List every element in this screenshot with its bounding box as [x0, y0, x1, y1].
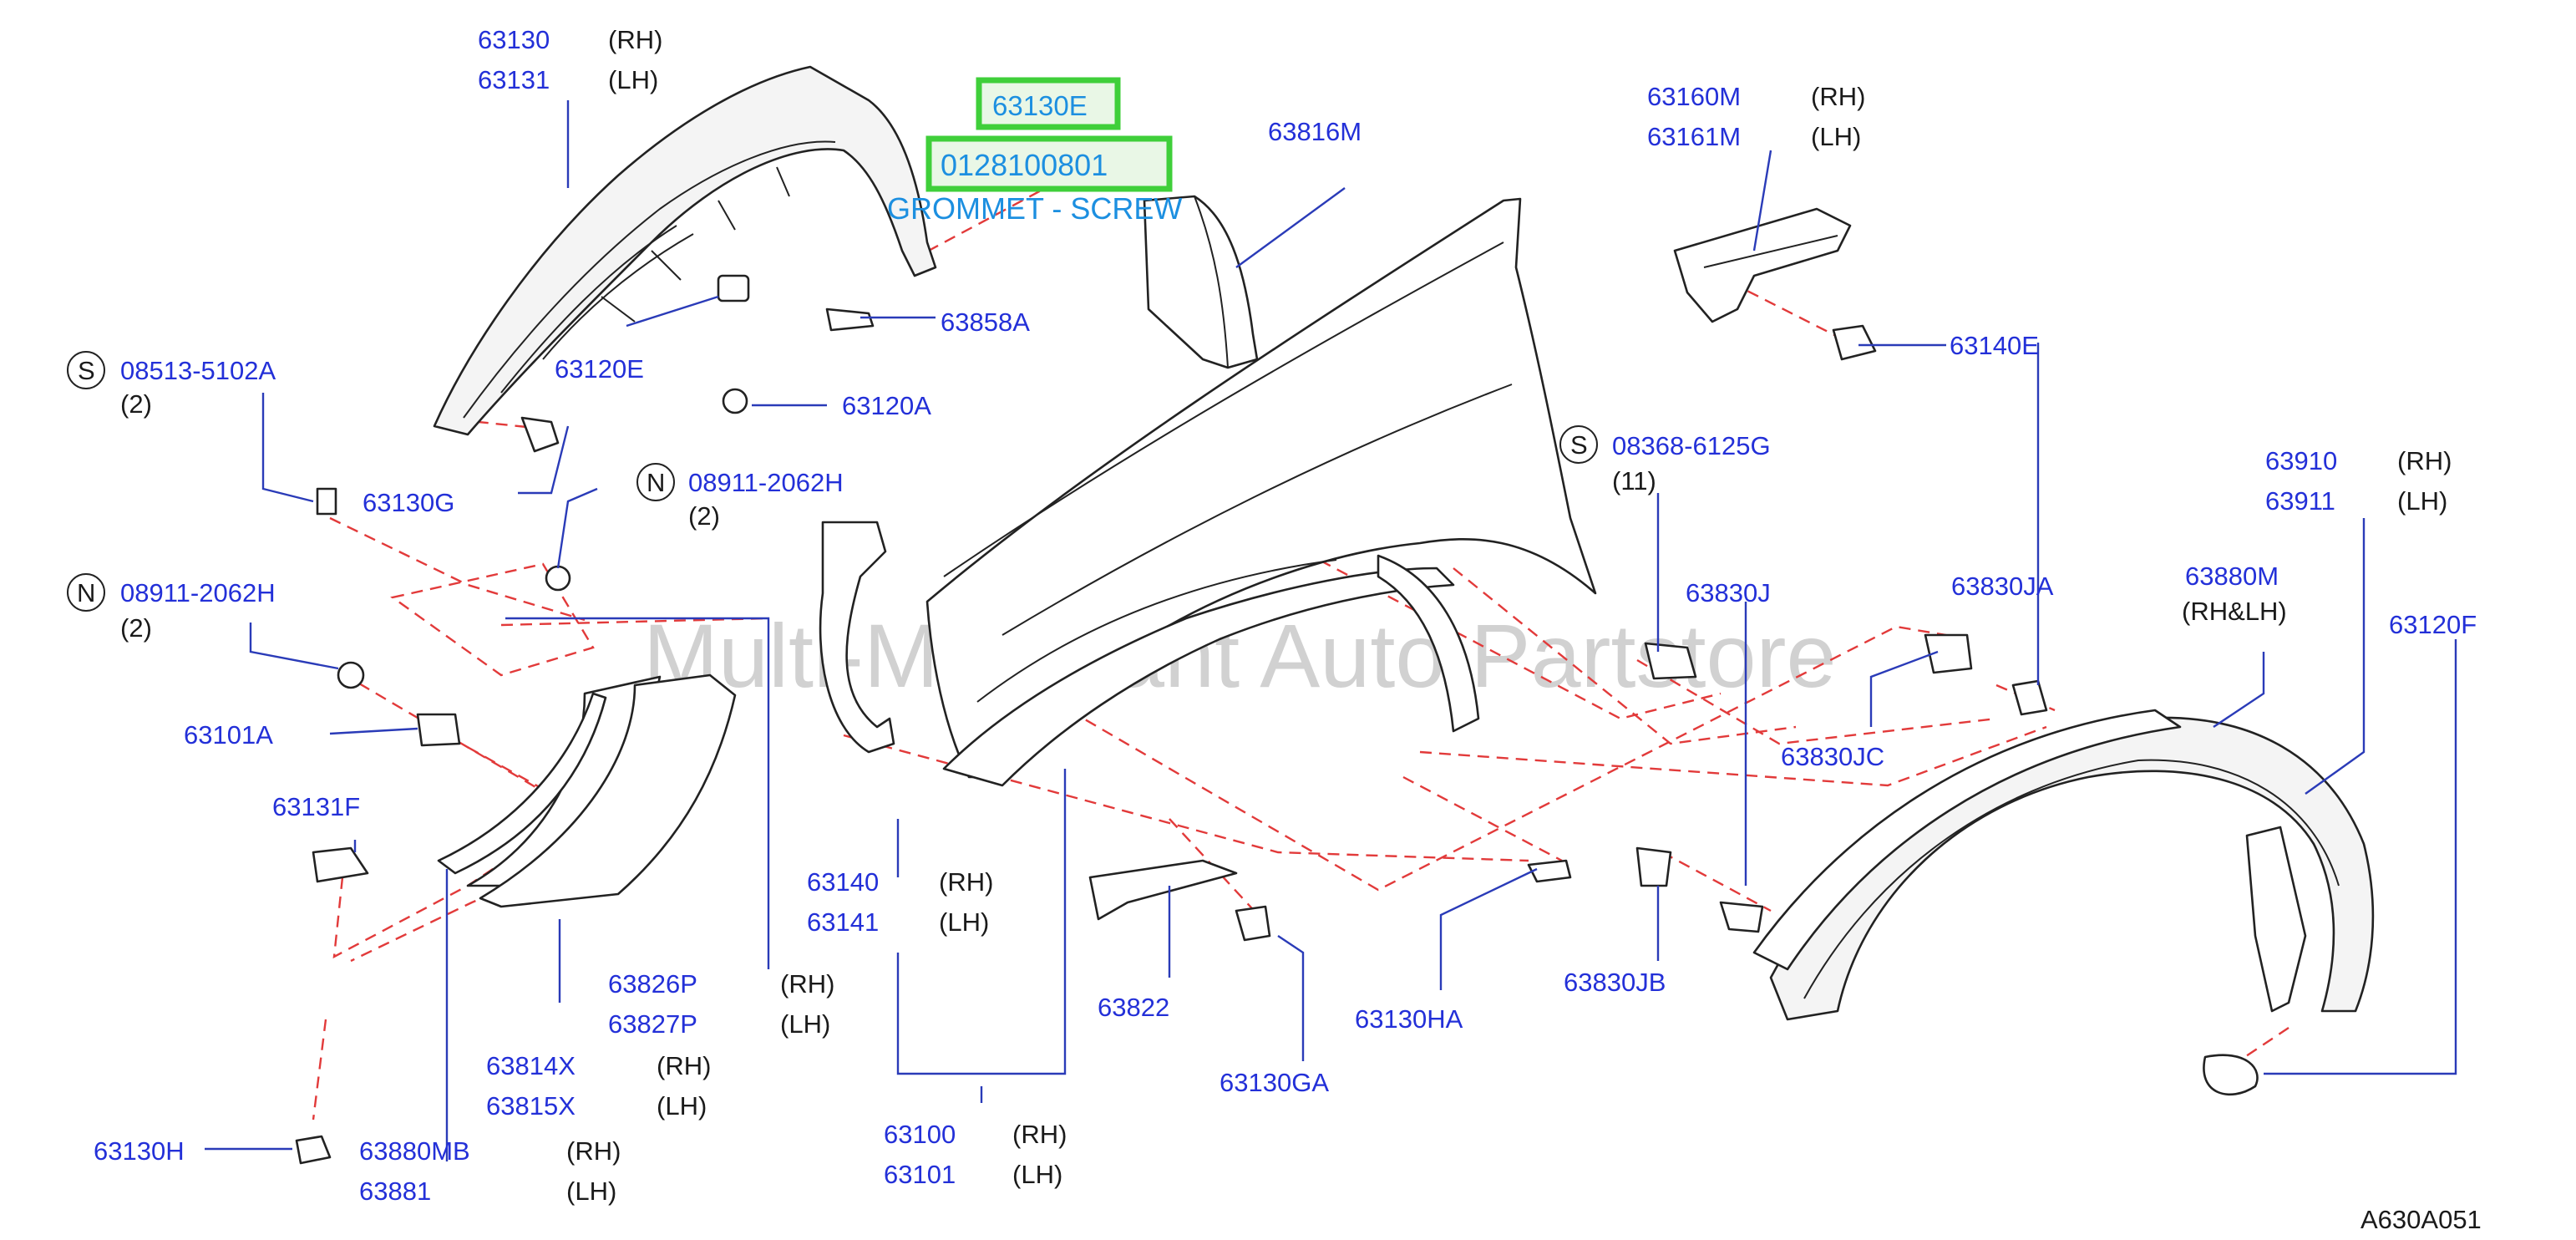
side-rh: (RH)	[2397, 446, 2452, 475]
label-63830JC[interactable]: 63830JC	[1781, 742, 1884, 771]
side-lh: (LH)	[1811, 122, 1861, 151]
side-rh: (RH)	[566, 1136, 621, 1166]
s-marker-letter: S	[78, 356, 95, 385]
label-63130GA[interactable]: 63130GA	[1220, 1068, 1329, 1097]
label-63120A[interactable]: 63120A	[842, 391, 931, 420]
label-63101A[interactable]: 63101A	[184, 720, 273, 750]
label-63131F[interactable]: 63131F	[272, 792, 360, 821]
label-63830JA[interactable]: 63830JA	[1951, 572, 2054, 601]
label-08368-6125G[interactable]: 08368-6125G	[1612, 431, 1771, 460]
label-63826P[interactable]: 63826P	[608, 969, 697, 999]
qty-2: (2)	[120, 613, 152, 643]
label-63814X[interactable]: 63814X	[486, 1051, 576, 1080]
part-drawings	[295, 65, 2375, 1165]
s-marker-letter: S	[1570, 430, 1588, 460]
side-rh-lh: (RH&LH)	[2182, 597, 2287, 626]
label-63130G[interactable]: 63130G	[363, 488, 454, 517]
label-63822[interactable]: 63822	[1098, 993, 1169, 1022]
highlight-number-label[interactable]: 0128100801	[941, 148, 1108, 182]
leader-lines	[205, 100, 2457, 1161]
n-marker-letter: N	[77, 578, 95, 607]
highlight-caption: GROMMET - SCREW	[887, 191, 1182, 226]
part-labels: 63130 (RH) 63131 (LH) 63816M 63160M (RH)…	[94, 25, 2482, 1234]
label-63130H[interactable]: 63130H	[94, 1136, 185, 1166]
side-rh: (RH)	[657, 1051, 711, 1080]
label-08911-2062H[interactable]: 08911-2062H	[688, 468, 844, 497]
n-marker-icon	[636, 463, 675, 501]
label-63881[interactable]: 63881	[359, 1176, 431, 1206]
qty-2: (2)	[120, 389, 152, 419]
side-lh: (LH)	[608, 65, 658, 94]
side-lh: (LH)	[2397, 486, 2447, 516]
highlight-part-box	[976, 77, 1121, 130]
label-63880M[interactable]: 63880M	[2185, 562, 2279, 591]
s-marker-icon	[1559, 425, 1598, 464]
label-63140[interactable]: 63140	[807, 867, 879, 897]
side-lh: (LH)	[1012, 1160, 1062, 1189]
label-63130[interactable]: 63130	[478, 25, 550, 54]
side-lh: (LH)	[939, 907, 989, 937]
side-rh: (RH)	[780, 969, 834, 999]
side-rh: (RH)	[1811, 82, 1865, 111]
label-63101[interactable]: 63101	[884, 1160, 956, 1189]
label-63131[interactable]: 63131	[478, 65, 550, 94]
fender-liner-drawing	[433, 65, 937, 436]
label-08513-5102A[interactable]: 08513-5102A	[120, 356, 276, 385]
side-lh: (LH)	[780, 1009, 830, 1039]
label-08911-2062H[interactable]: 08911-2062H	[120, 578, 276, 607]
n-marker-letter: N	[647, 468, 665, 497]
label-63140E[interactable]: 63140E	[1950, 331, 2039, 360]
shield-drawing	[1143, 195, 1259, 369]
label-63120F[interactable]: 63120F	[2389, 610, 2477, 639]
n-marker-icon	[67, 573, 105, 612]
label-63100[interactable]: 63100	[884, 1120, 956, 1149]
highlight-callout: 63130E 0128100801 GROMMET - SCREW	[887, 77, 1182, 226]
label-63130HA[interactable]: 63130HA	[1355, 1004, 1463, 1034]
label-63910[interactable]: 63910	[2265, 446, 2337, 475]
label-63880MB[interactable]: 63880MB	[359, 1136, 470, 1166]
label-63911[interactable]: 63911	[2265, 486, 2335, 516]
side-lh: (LH)	[566, 1176, 616, 1206]
markers: S N N S	[67, 351, 1598, 612]
label-63141[interactable]: 63141	[807, 907, 879, 937]
label-63120E[interactable]: 63120E	[555, 354, 644, 384]
s-marker-icon	[67, 351, 105, 389]
label-63830J[interactable]: 63830J	[1686, 578, 1771, 607]
label-63827P[interactable]: 63827P	[608, 1009, 697, 1039]
side-rh: (RH)	[1012, 1120, 1067, 1149]
side-rh: (RH)	[608, 25, 662, 54]
label-63160M[interactable]: 63160M	[1647, 82, 1741, 111]
side-rh: (RH)	[939, 867, 993, 897]
side-lh: (LH)	[657, 1091, 707, 1121]
assembly-lines	[312, 180, 2289, 1121]
qty-2: (2)	[688, 501, 720, 531]
seal-drawing	[819, 521, 895, 754]
label-63830JB[interactable]: 63830JB	[1564, 968, 1666, 997]
bracket-drawing	[1673, 207, 1852, 323]
qty-11: (11)	[1612, 466, 1656, 495]
label-63815X[interactable]: 63815X	[486, 1091, 576, 1121]
figure-code: A630A051	[2360, 1205, 2482, 1234]
highlight-number-box	[925, 135, 1173, 192]
highlight-part-label[interactable]: 63130E	[992, 90, 1088, 121]
fastener-drawings	[295, 274, 2259, 1165]
label-63161M[interactable]: 63161M	[1647, 122, 1741, 151]
label-63858A[interactable]: 63858A	[941, 307, 1030, 337]
label-63816M[interactable]: 63816M	[1268, 117, 1362, 146]
